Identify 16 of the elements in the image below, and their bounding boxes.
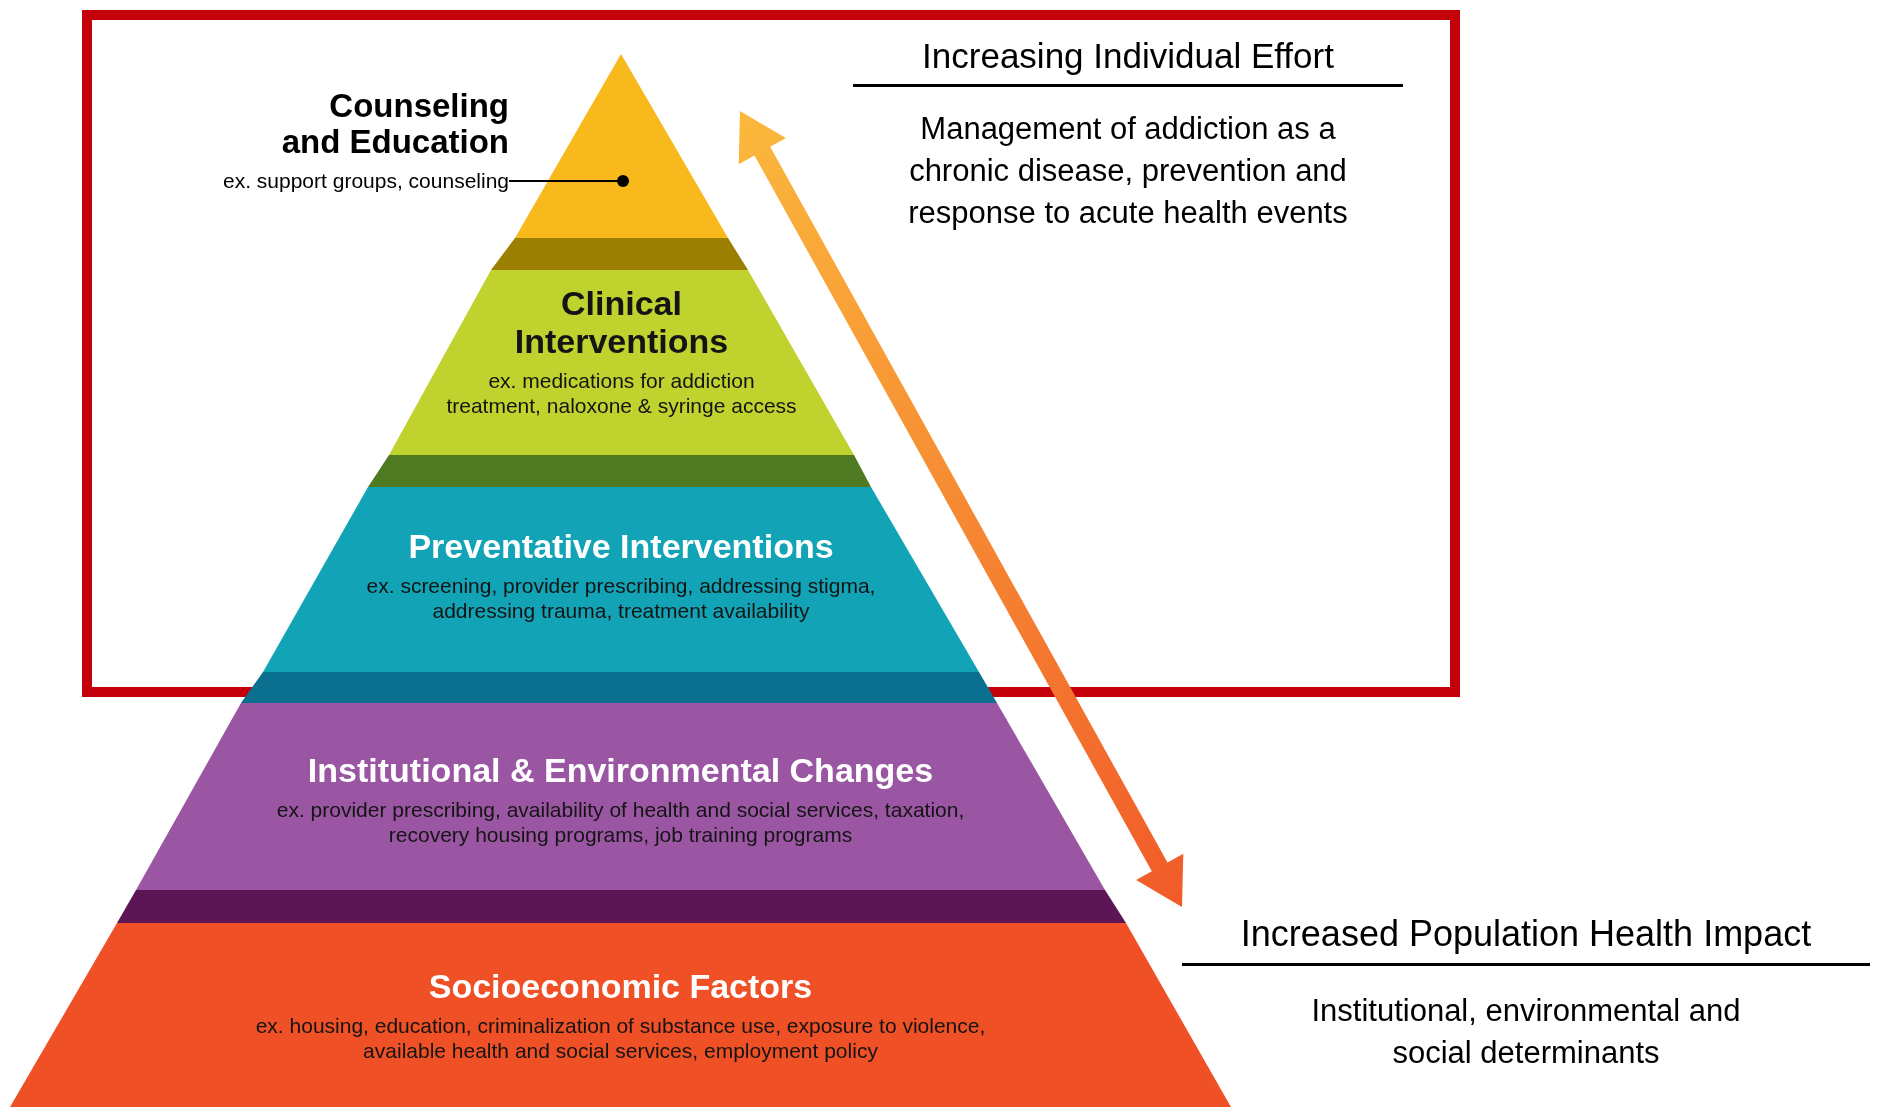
example-text: ex. medications for addiction treatment, naloxone & syringe access <box>445 368 798 419</box>
example-text: ex. screening, provider prescribing, addressing stigma, addressing trauma, treatment availability <box>365 573 877 624</box>
example-text: ex. provider prescribing, availability of health and social services, taxation, recovery housing programs, job training programs <box>275 797 966 848</box>
tier-title: Socioeconomic Factors <box>428 967 813 1006</box>
highlight-frame <box>82 10 1460 697</box>
section-heading: Increasing Individual Effort <box>853 36 1403 87</box>
tier-title: Clinical Interventions <box>513 284 730 361</box>
leader-line <box>508 175 629 187</box>
tier-title: Institutional & Environmental Changes <box>307 751 934 790</box>
description-text: Institutional, environmental and social determinants <box>1310 992 1742 1072</box>
section-heading: Increased Population Health Impact <box>1182 913 1870 966</box>
tier-title: Counseling and Education <box>280 88 509 161</box>
tier-title: Preventative Interventions <box>408 527 834 566</box>
example-text: ex. housing, education, criminalization of substance use, exposure to violence, available health and social services, employment policy <box>254 1013 987 1064</box>
description-text: Management of addiction as a chronic disease, prevention and response to acute health events <box>907 110 1349 232</box>
example-text: ex. support groups, counseling <box>223 168 509 193</box>
